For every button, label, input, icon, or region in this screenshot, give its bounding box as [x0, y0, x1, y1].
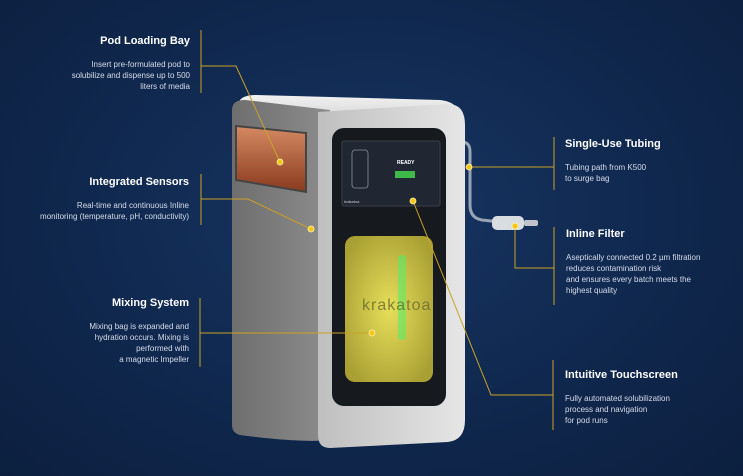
screen-brand: krakatoa	[344, 199, 360, 204]
callout-lines	[199, 30, 555, 430]
callout-title: Intuitive Touchscreen	[565, 369, 678, 381]
screen-start-button	[395, 171, 415, 178]
mixing-window	[345, 236, 433, 382]
callout-desc: Mixing bag is expanded and hydration occ…	[89, 322, 189, 364]
pod-loading-bay	[235, 124, 307, 194]
touchscreen	[341, 140, 441, 207]
machine-brand: krakatoa	[362, 297, 432, 314]
screen-pod-diagram	[351, 149, 369, 189]
callout-intuitive-touchscreen: Intuitive Touchscreen Fully automated so…	[565, 369, 678, 426]
callout-desc: Aseptically connected 0.2 µm filtration …	[566, 253, 701, 295]
callout-title: Integrated Sensors	[89, 176, 189, 188]
callout-single-use-tubing: Single-Use Tubing Tubing path from K500 …	[565, 138, 661, 184]
screen-status: READY	[397, 160, 415, 166]
callout-pod-loading-bay: Pod Loading Bay Insert pre-formulated po…	[72, 35, 190, 92]
tubing	[445, 140, 501, 224]
callout-title: Inline Filter	[566, 228, 625, 240]
callout-title: Pod Loading Bay	[100, 35, 190, 47]
callout-dots	[276, 158, 519, 337]
callout-title: Mixing System	[111, 297, 189, 309]
callout-desc: Real-time and continuous Inline monitori…	[40, 201, 189, 221]
callout-title: Single-Use Tubing	[565, 138, 661, 150]
callout-desc: Tubing path from K500 to surge bag	[565, 163, 647, 183]
callout-desc: Insert pre-formulated pod to solubilize …	[71, 60, 190, 91]
mixing-bag-glow	[398, 255, 406, 340]
callout-mixing-system: Mixing System Mixing bag is expanded and…	[89, 297, 189, 365]
callout-integrated-sensors: Integrated Sensors Real-time and continu…	[40, 176, 189, 222]
callout-inline-filter: Inline Filter Aseptically connected 0.2 …	[566, 228, 700, 296]
callout-desc: Fully automated solubilization process a…	[565, 394, 670, 425]
